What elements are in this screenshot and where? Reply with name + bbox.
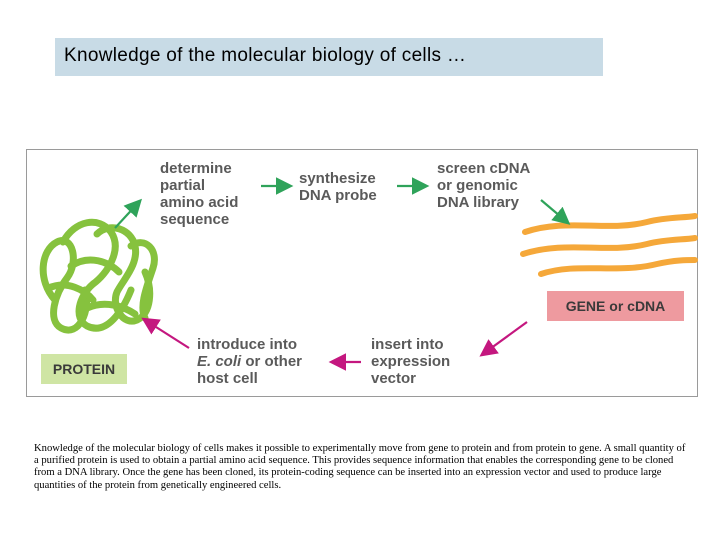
magenta-arrows bbox=[141, 317, 528, 371]
step-determine-label: determine partial amino acid sequence bbox=[160, 160, 239, 228]
arrow-gene-to-insert-icon bbox=[479, 321, 528, 357]
gene-protein-cycle-diagram: determine partial amino acid sequence sy… bbox=[26, 149, 698, 397]
step-screen-label: screen cDNA or genomic DNA library bbox=[437, 160, 531, 211]
introduce-suffix: or other host cell bbox=[197, 353, 303, 387]
introduce-organism: E. coli bbox=[197, 353, 242, 370]
figure-caption: Knowledge of the molecular biology of ce… bbox=[34, 443, 686, 491]
introduce-prefix: introduce into bbox=[197, 336, 297, 353]
diagram-graphics bbox=[39, 177, 698, 371]
gene-badge: GENE or cDNA bbox=[547, 291, 684, 321]
step-insert-label: insert into expression vector bbox=[371, 336, 451, 387]
slide-title: Knowledge of the molecular biology of ce… bbox=[55, 38, 603, 76]
arrow-protein-to-determine-icon bbox=[114, 198, 142, 229]
green-arrows bbox=[114, 177, 571, 229]
protein-coil-icon bbox=[39, 218, 158, 334]
gene-strands-icon bbox=[520, 213, 698, 277]
arrow-screen-to-gene-icon bbox=[540, 199, 571, 225]
protein-badge: PROTEIN bbox=[41, 354, 127, 384]
step-synthesize-label: synthesize DNA probe bbox=[299, 170, 377, 204]
arrow-introduce-to-protein-icon bbox=[141, 317, 190, 349]
